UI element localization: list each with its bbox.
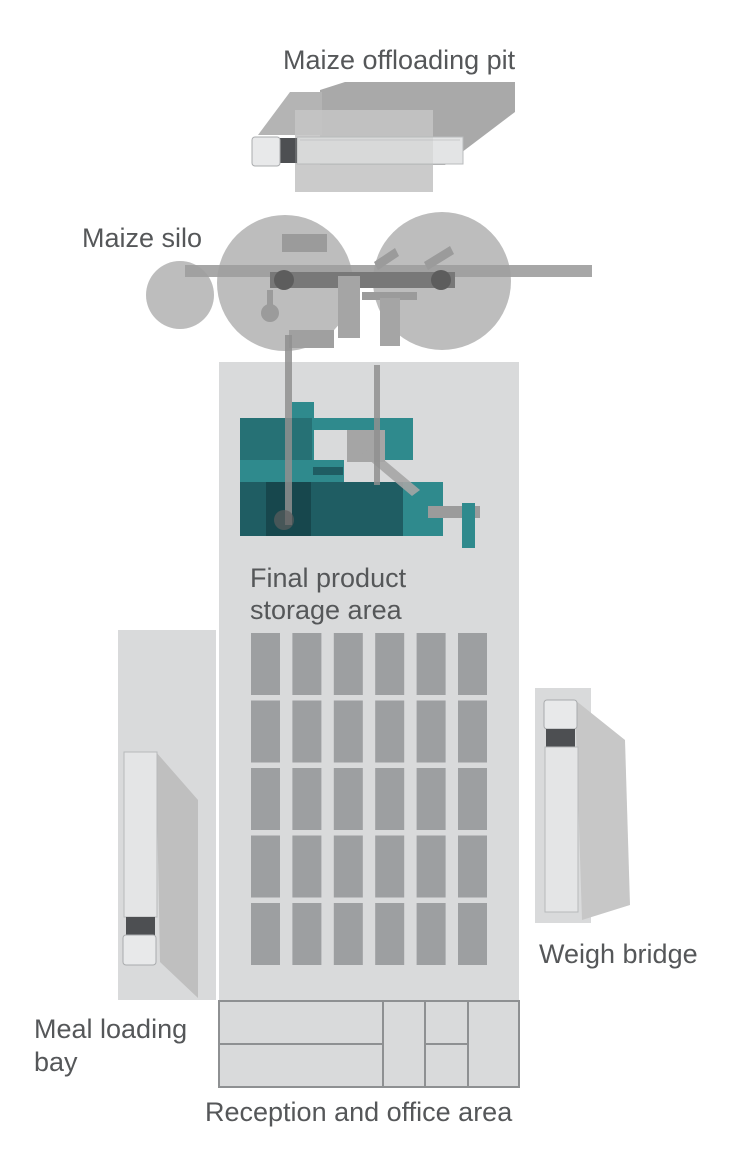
milling-machinery: [240, 335, 480, 548]
label-loading-bay-line1: Meal loading: [34, 1014, 188, 1044]
storage-pallet: [458, 633, 487, 695]
storage-pallet: [333, 700, 363, 763]
storage-pallet: [458, 835, 487, 898]
label-reception: Reception and office area: [205, 1097, 513, 1127]
label-offloading-pit: Maize offloading pit: [283, 45, 516, 75]
storage-pallet: [292, 768, 322, 830]
meal-loading-bay: [118, 630, 216, 1000]
storage-pallet-grid: [251, 633, 487, 965]
silo-roof-box: [282, 234, 327, 252]
label-maize-silo: Maize silo: [82, 223, 203, 253]
storage-pallet: [416, 633, 446, 695]
label-storage-line2: storage area: [250, 595, 402, 625]
weigh-truck-cab: [543, 699, 578, 730]
storage-pallet: [251, 835, 280, 898]
storage-pallet: [416, 768, 446, 830]
storage-pallet: [375, 700, 405, 763]
storage-pallet: [251, 633, 280, 695]
storage-pallet: [333, 903, 363, 965]
label-weigh-bridge: Weigh bridge: [539, 939, 698, 969]
label-storage-line1: Final product: [250, 563, 407, 593]
pit-truck: [251, 136, 464, 167]
storage-pallet: [333, 633, 363, 695]
storage-pallet: [416, 700, 446, 763]
storage-pallet: [333, 768, 363, 830]
weigh-bridge: [535, 688, 630, 923]
silo-crossbar: [270, 272, 455, 288]
storage-pallet: [458, 700, 487, 763]
storage-pallet: [458, 903, 487, 965]
storage-pallet: [251, 700, 280, 763]
small-silo: [146, 261, 214, 329]
storage-pallet: [292, 903, 322, 965]
bay-truck-trailer: [123, 751, 158, 918]
label-loading-bay-line2: bay: [34, 1047, 78, 1077]
storage-pallet: [292, 700, 322, 763]
storage-pallet: [416, 903, 446, 965]
storage-pallet: [375, 903, 405, 965]
storage-pallet: [458, 768, 487, 830]
storage-pallet: [251, 903, 280, 965]
storage-pallet: [375, 768, 405, 830]
storage-pallet: [333, 835, 363, 898]
reception-offices: [218, 1000, 520, 1088]
storage-pallet: [375, 633, 405, 695]
storage-pallet: [416, 835, 446, 898]
storage-pallet: [292, 835, 322, 898]
bay-truck-cab: [122, 934, 157, 966]
maize-silo-complex: [146, 212, 592, 351]
storage-pallet: [375, 835, 405, 898]
weigh-truck-trailer: [544, 746, 579, 913]
offloading-pit: [251, 82, 515, 192]
storage-pallet: [292, 633, 322, 695]
storage-pallet: [251, 768, 280, 830]
